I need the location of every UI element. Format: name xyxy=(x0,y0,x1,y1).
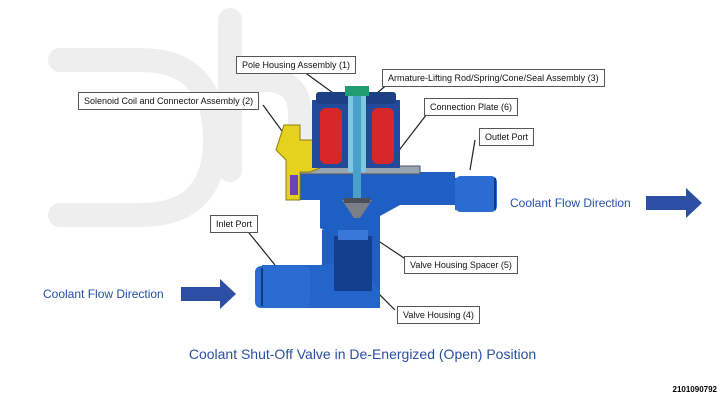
label-outlet-port: Outlet Port xyxy=(479,128,535,146)
flow-direction-right-label: Coolant Flow Direction xyxy=(510,196,631,210)
solenoid-coil xyxy=(320,108,394,164)
image-id: 2101090792 xyxy=(672,385,718,394)
valve-housing xyxy=(255,168,497,308)
label-valve-housing: Valve Housing (4) xyxy=(397,306,480,324)
label-inlet-port: Inlet Port xyxy=(210,215,259,233)
label-armature-assembly: Armature-Lifting Rod/Spring/Cone/Seal As… xyxy=(382,69,605,87)
flow-direction-left-label: Coolant Flow Direction xyxy=(43,287,164,301)
diagram-title: Coolant Shut-Off Valve in De-Energized (… xyxy=(188,346,537,362)
armature-assembly xyxy=(342,86,372,218)
label-connection-plate: Connection Plate (6) xyxy=(424,98,519,116)
solenoid-connector xyxy=(275,124,321,201)
label-solenoid-coil: Solenoid Coil and Connector Assembly (2) xyxy=(78,92,260,110)
label-valve-housing-spacer: Valve Housing Spacer (5) xyxy=(404,256,518,274)
label-pole-housing: Pole Housing Assembly (1) xyxy=(236,56,357,74)
watermark-logo xyxy=(48,8,312,227)
